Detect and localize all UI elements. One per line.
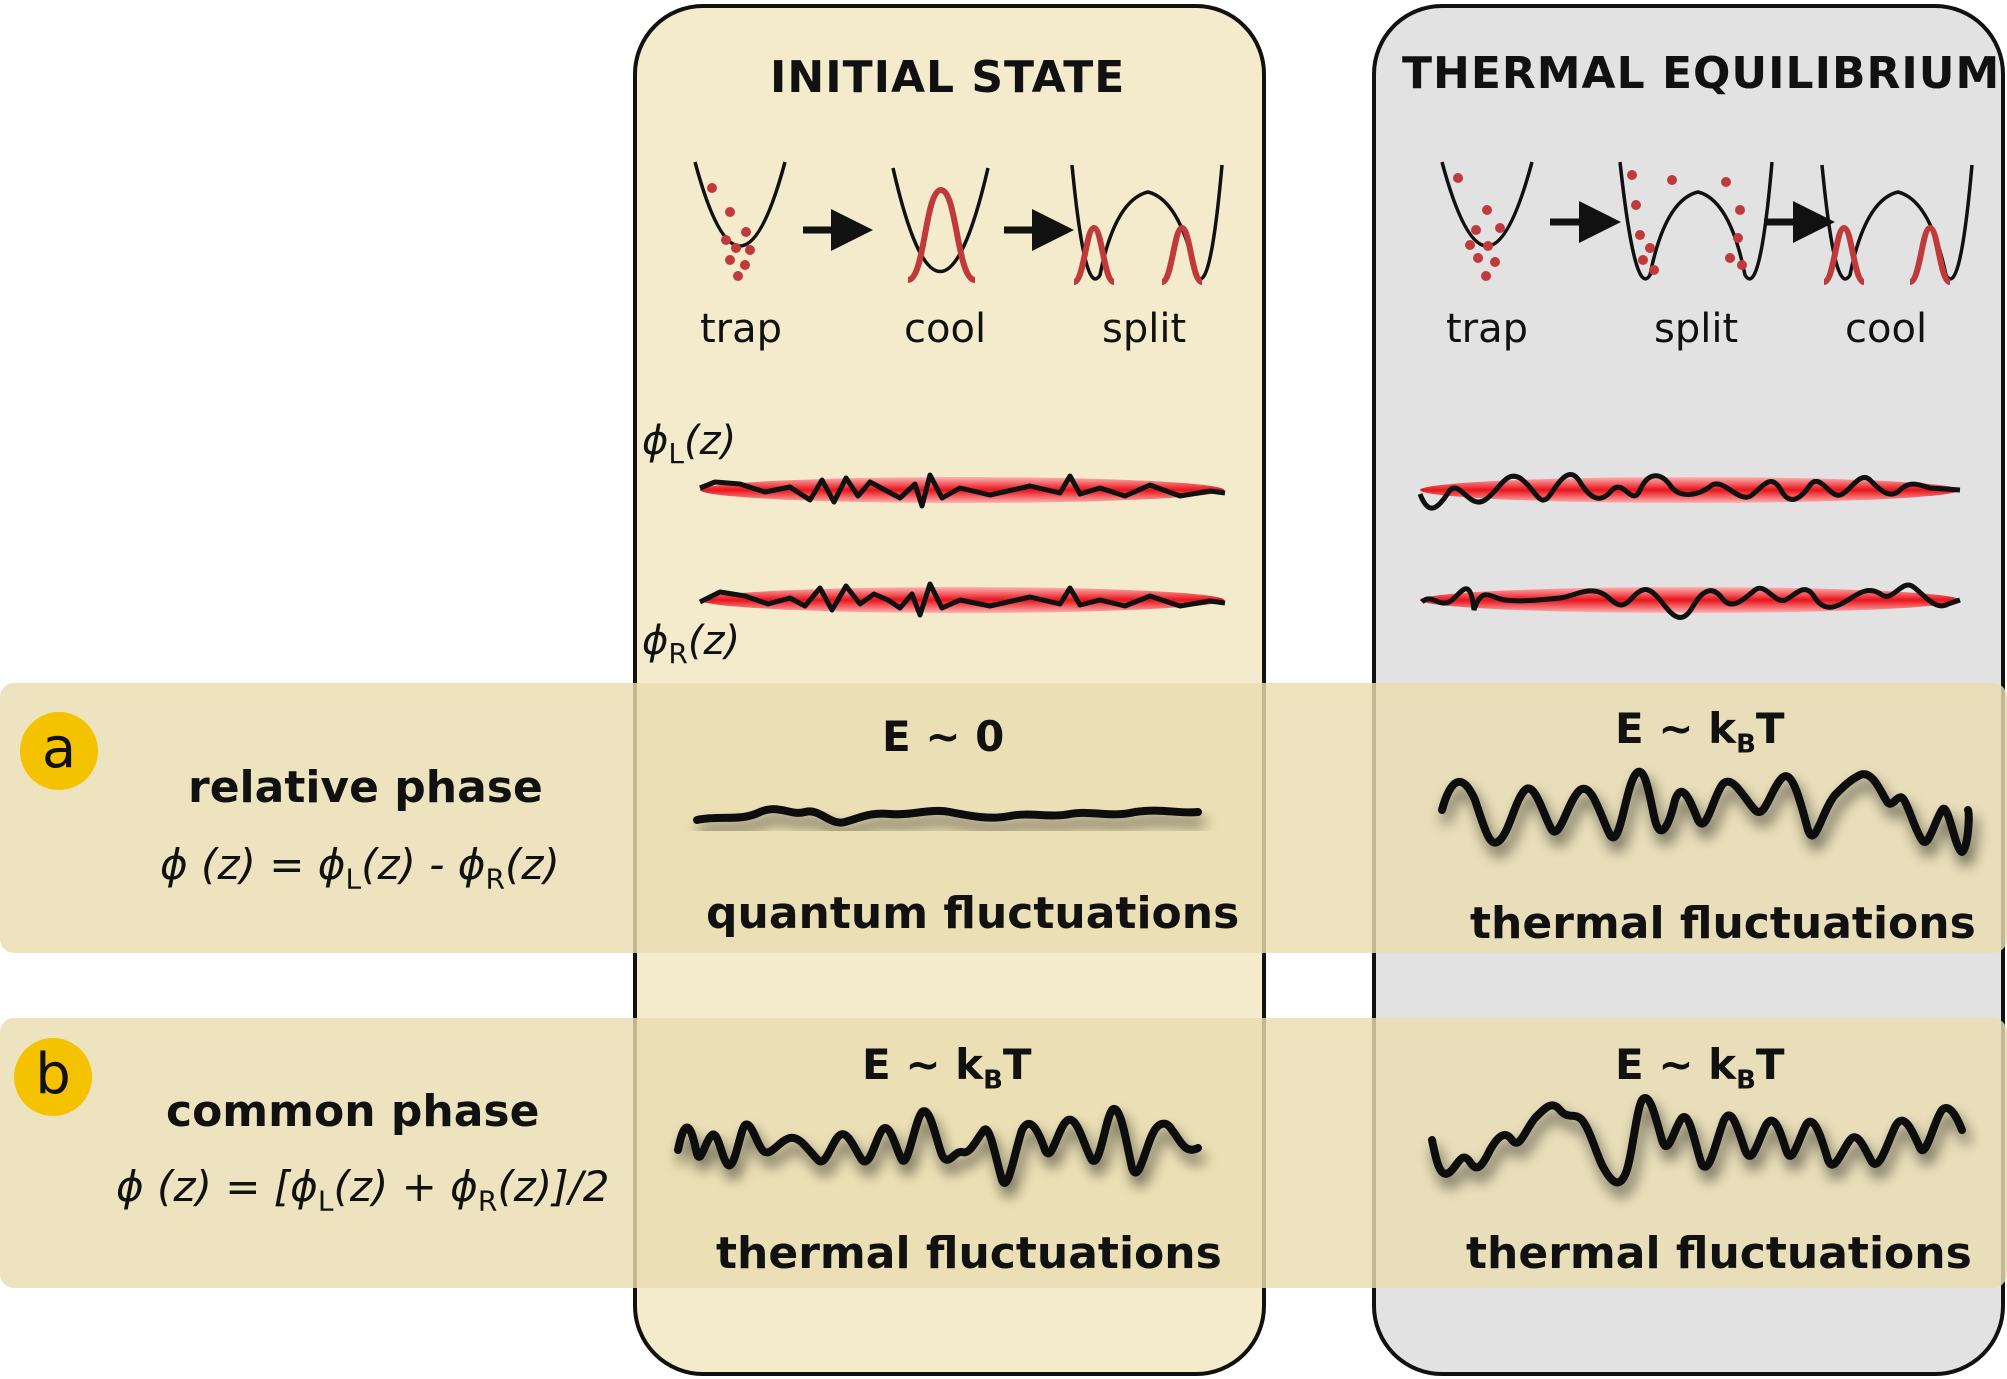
- equilibrium-cool-well: [1820, 164, 1974, 285]
- initial-step-split: split: [1102, 306, 1187, 352]
- thermal-equilibrium-title: THERMAL EQUILIBRIUM: [1402, 48, 2001, 99]
- initial-trap-well: [693, 161, 787, 281]
- initial-relative-fluctuation-label: quantum fluctuations: [706, 888, 1240, 939]
- equilibrium-common-fluctuation-label: thermal fluctuations: [1466, 1228, 1972, 1279]
- initial-common-energy: E ~ kBT: [862, 1040, 1032, 1096]
- initial-step-cool: cool: [904, 306, 987, 352]
- equilibrium-relative-phase-curve: [1438, 767, 1973, 856]
- initial-right-cloud: [698, 581, 1226, 618]
- phi-right-label: ϕR(z): [642, 618, 741, 670]
- initial-cool-well: [891, 167, 990, 283]
- equilibrium-right-cloud: [1420, 582, 1961, 620]
- phi-left-label: ϕL(z): [642, 418, 737, 470]
- initial-split-well: [1070, 164, 1224, 285]
- row-b-badge: b: [14, 1038, 92, 1116]
- initial-common-phase-curve: [674, 1104, 1202, 1187]
- row-b-band: [0, 1018, 2007, 1288]
- equilibrium-trap-well: [1440, 161, 1534, 281]
- initial-relative-phase-curve: [693, 805, 1202, 827]
- initial-relative-energy: E ~ 0: [882, 712, 1005, 761]
- relative-phase-formula: ϕ (z) = ϕL(z) - ϕR(z): [160, 840, 560, 896]
- row-a-badge: a: [20, 712, 98, 790]
- initial-state-title: INITIAL STATE: [770, 52, 1126, 103]
- equilibrium-relative-fluctuation-label: thermal fluctuations: [1470, 898, 1976, 949]
- equilibrium-step-split: split: [1654, 306, 1739, 352]
- initial-common-fluctuation-label: thermal fluctuations: [716, 1228, 1222, 1279]
- equilibrium-relative-energy: E ~ kBT: [1615, 704, 1785, 760]
- equilibrium-step-cool: cool: [1845, 306, 1928, 352]
- initial-left-cloud: [699, 472, 1226, 509]
- equilibrium-split-well: [1618, 161, 1774, 281]
- equilibrium-left-cloud: [1417, 472, 1961, 511]
- common-phase-formula: ϕ (z) = [ϕL(z) + ϕR(z)]/2: [116, 1162, 610, 1218]
- common-phase-title: common phase: [166, 1086, 540, 1137]
- relative-phase-title: relative phase: [188, 762, 543, 813]
- initial-step-trap: trap: [700, 306, 783, 352]
- equilibrium-step-trap: trap: [1446, 306, 1529, 352]
- equilibrium-common-phase-curve: [1428, 1094, 1966, 1187]
- equilibrium-common-energy: E ~ kBT: [1615, 1040, 1785, 1096]
